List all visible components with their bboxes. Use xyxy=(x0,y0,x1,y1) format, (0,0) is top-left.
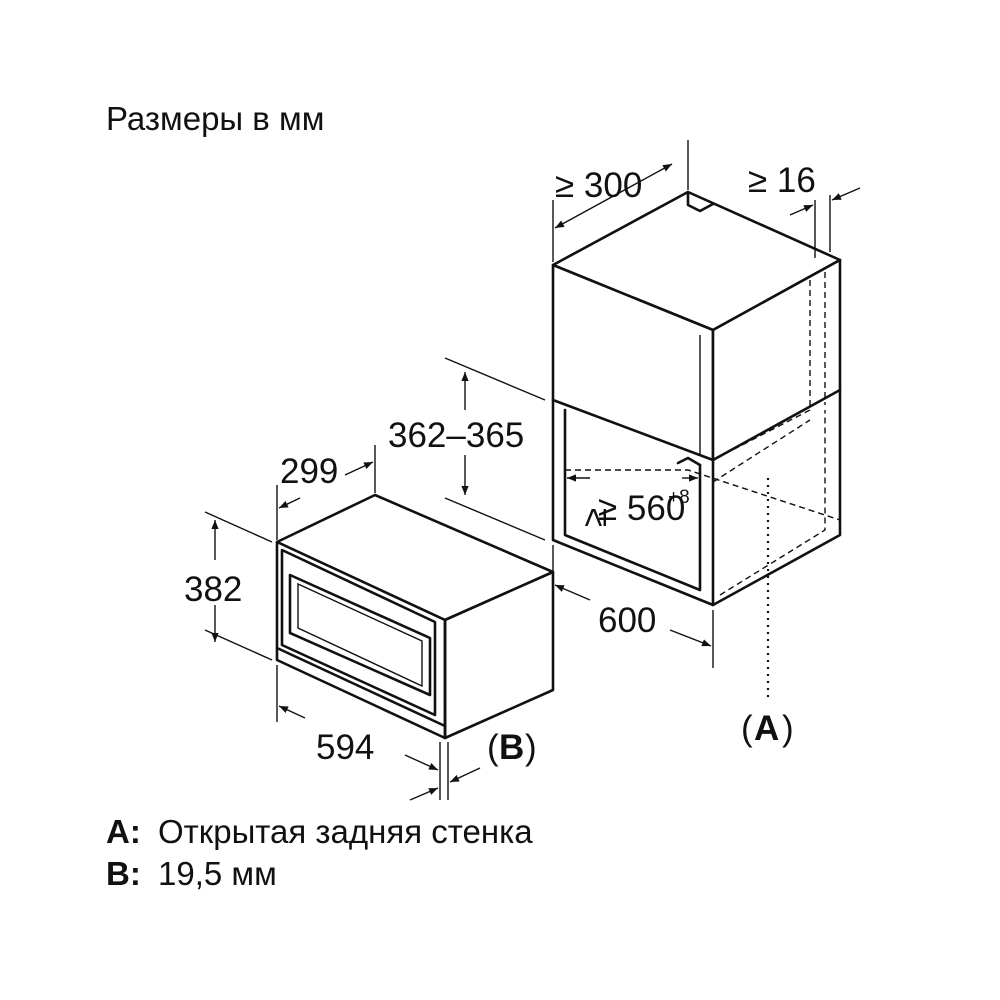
dim-width-arrow-right xyxy=(669,629,712,647)
legend-key-a: A: xyxy=(106,813,141,850)
dim-oven-width-arrow-right xyxy=(404,754,439,771)
dim-depth-label: ≥ 300 xyxy=(555,166,642,205)
oven-door-glass xyxy=(297,582,423,688)
legend-text-a: Открытая задняя стенка xyxy=(158,813,533,850)
dim-oven-depth-label: 299 xyxy=(280,452,338,491)
dim-width-arrow-left xyxy=(554,584,591,601)
dim-niche-width-tolerance: +8 xyxy=(668,487,690,508)
dim-niche-height-label: 362–365 xyxy=(388,416,524,455)
niche-shelf-bracket xyxy=(676,456,702,467)
callout-a-close: ) xyxy=(782,709,794,748)
dim-gap-label: ≥ 16 xyxy=(748,161,816,200)
callout-b-close: ) xyxy=(525,728,537,767)
dim-flange-arrow-right xyxy=(449,767,481,783)
legend: A: Открытая задняя стенка B: 19,5 мм xyxy=(106,813,533,892)
page-title: Размеры в мм xyxy=(106,100,324,137)
niche-side-frame xyxy=(711,388,842,607)
dim-gap-arrow-left xyxy=(789,204,814,216)
oven-bezel xyxy=(280,548,437,717)
dim-niche-width-ge: ≥ xyxy=(575,508,614,527)
niche-hidden-diagonal xyxy=(712,419,811,483)
dim-width-label: 600 xyxy=(598,601,656,640)
oven-door-window xyxy=(288,573,432,697)
legend-text-b: 19,5 мм xyxy=(158,855,277,892)
dim-niche-height-ext-top xyxy=(444,357,546,401)
dim-niche-width-label: ≥ 560 xyxy=(598,489,685,528)
callout-a-open: ( xyxy=(741,709,753,748)
dim-flange-arrow-left xyxy=(409,787,439,801)
dim-oven-height-label: 382 xyxy=(184,570,242,609)
dim-oven-depth-arrow-right xyxy=(344,461,374,476)
niche-hidden-floor xyxy=(565,469,841,521)
niche-inner-frame xyxy=(563,408,702,592)
niche-front-frame xyxy=(551,398,715,607)
callout-b-open: ( xyxy=(487,728,499,767)
dim-oven-width-arrow-left xyxy=(278,705,306,719)
dim-niche-height-ext-bottom xyxy=(444,497,546,541)
niche-hidden-back xyxy=(719,410,826,596)
cabinet-drawing: ≥ 300 ≥ 16 362–365 ≥ ≥ 560 +8 600 ( A ) xyxy=(388,140,861,748)
callout-b-label: B xyxy=(499,728,524,767)
callout-a-label: A xyxy=(754,709,779,748)
dim-depth-arrow xyxy=(554,163,673,229)
oven-drawing: 299 382 594 ( B ) xyxy=(184,445,555,801)
dim-oven-width-label: 594 xyxy=(316,728,374,767)
cabinet-hidden-line xyxy=(712,280,811,461)
dim-oven-depth-arrow-left xyxy=(278,497,301,509)
legend-key-b: B: xyxy=(106,855,141,892)
cabinet-top-rail xyxy=(686,190,715,213)
dim-oven-height-ext-top xyxy=(204,511,273,543)
dim-gap-arrow-right xyxy=(831,187,861,201)
oven-control-strip xyxy=(275,646,447,728)
